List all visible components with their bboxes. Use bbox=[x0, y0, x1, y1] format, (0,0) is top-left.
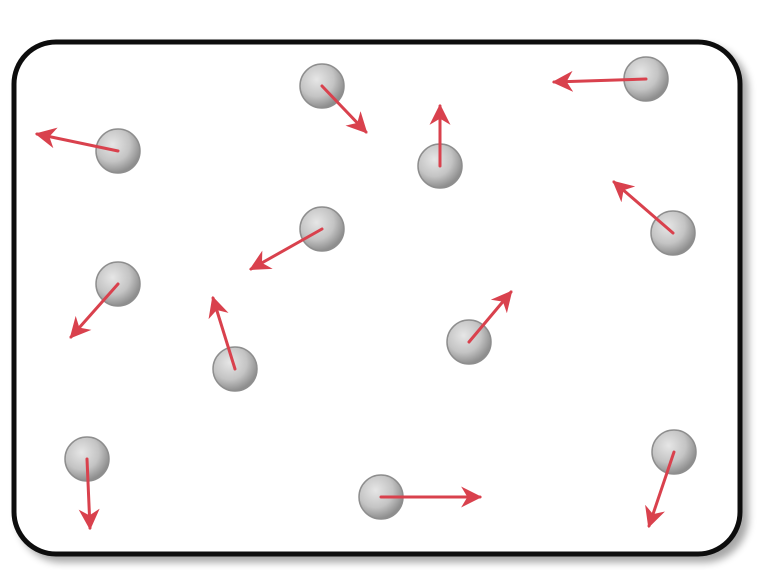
gas-particle bbox=[551, 56, 669, 102]
velocity-arrow-icon bbox=[645, 450, 676, 528]
gas-particle bbox=[208, 295, 258, 392]
gas-container bbox=[11, 39, 743, 557]
velocity-arrow-icon bbox=[320, 84, 368, 134]
gas-particle bbox=[299, 63, 368, 134]
velocity-arrow-icon bbox=[249, 227, 324, 271]
particles-layer bbox=[34, 56, 697, 531]
gas-particle bbox=[64, 436, 110, 531]
velocity-arrow-icon bbox=[34, 127, 120, 153]
gas-particle bbox=[446, 290, 513, 365]
velocity-arrow-icon bbox=[467, 290, 513, 344]
velocity-arrow-icon bbox=[69, 282, 120, 339]
gas-particle bbox=[358, 474, 483, 520]
gas-particle bbox=[645, 429, 697, 528]
velocity-arrow-icon bbox=[208, 295, 237, 371]
gas-particle bbox=[34, 127, 141, 174]
gas-particle bbox=[249, 206, 345, 271]
velocity-arrow-icon bbox=[551, 70, 648, 92]
gas-particle bbox=[612, 180, 696, 256]
gas-particle bbox=[69, 261, 141, 339]
velocity-arrow-icon bbox=[78, 457, 100, 531]
velocity-arrow-icon bbox=[612, 180, 675, 235]
gas-particle bbox=[417, 103, 463, 189]
